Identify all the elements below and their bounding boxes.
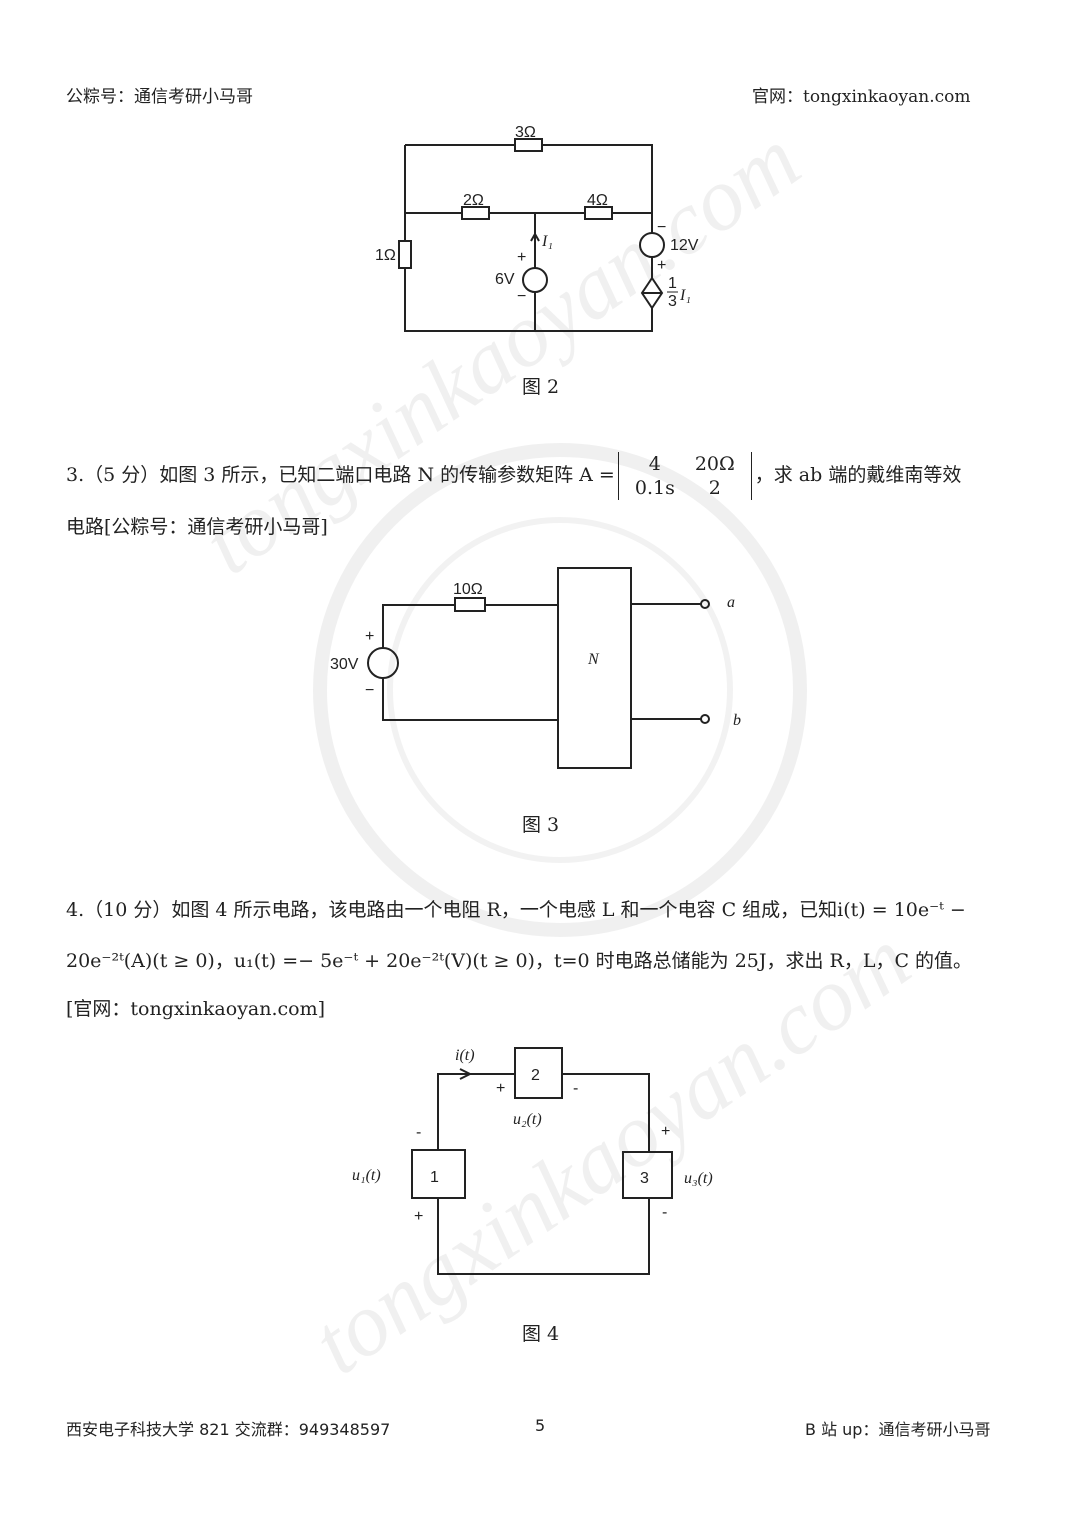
label-box-2: 2	[531, 1067, 540, 1084]
problem-3-text: ，求 ab 端的戴维南等效	[754, 464, 962, 486]
resistor-1ohm	[398, 240, 412, 269]
resistor-3ohm	[514, 138, 543, 152]
voltage-source-6v	[522, 267, 548, 293]
label-u3: u₃(t)	[684, 1170, 713, 1187]
problem-4-line-1: 4.（10 分）如图 4 所示电路，该电路由一个电阻 R，一个电感 L 和一个电…	[66, 899, 966, 921]
figure-4-circuit	[411, 1047, 673, 1275]
label-10ohm: 10Ω	[453, 581, 483, 598]
resistor-2ohm	[461, 206, 490, 220]
dependent-source	[640, 276, 664, 310]
label-dep-den: 3	[668, 293, 677, 310]
arrow-icon	[530, 231, 540, 242]
label-2ohm: 2Ω	[463, 192, 484, 209]
minus-sign: −	[657, 219, 666, 236]
figure-3-circuit	[367, 567, 710, 769]
terminal-b	[700, 714, 710, 724]
element-box-1	[411, 1149, 466, 1199]
header-left: 公粽号：通信考研小马哥	[66, 87, 253, 107]
minus-sign: −	[517, 288, 526, 305]
figure-4-caption: 图 4	[522, 1323, 560, 1345]
plus-sign: +	[365, 628, 374, 645]
label-30v: 30V	[330, 656, 359, 673]
footer-left: 西安电子科技大学 821 交流群：949348597	[66, 1420, 391, 1439]
problem-3-text: 3.（5 分）如图 3 所示，已知二端口电路 N 的传输参数矩阵 A =	[66, 464, 615, 486]
matrix-cell: 2	[708, 477, 721, 499]
arrow-icon	[459, 1068, 473, 1080]
plus-sign: +	[414, 1208, 423, 1225]
minus-sign: -	[573, 1080, 578, 1097]
resistor-10ohm	[454, 597, 486, 612]
element-box-2	[514, 1047, 563, 1099]
label-box-1: 1	[430, 1169, 439, 1186]
voltage-source-30v	[367, 647, 399, 679]
plus-sign: +	[657, 257, 666, 274]
label-1ohm: 1Ω	[375, 247, 396, 264]
matrix-cell: 20Ω	[694, 453, 735, 475]
minus-sign: -	[662, 1204, 667, 1221]
matrix-cell: 4	[648, 453, 661, 475]
minus-sign: -	[416, 1124, 421, 1141]
problem-4-line-2: 20e⁻²ᵗ(A)(t ≥ 0)，u₁(t) =− 5e⁻ᵗ + 20e⁻²ᵗ(…	[66, 950, 973, 972]
figure-3-caption: 图 3	[522, 814, 560, 836]
plus-sign: +	[517, 249, 526, 266]
figure-2-circuit	[398, 138, 665, 332]
label-dep-var: I₁	[679, 287, 691, 304]
label-i-t: i(t)	[455, 1047, 475, 1064]
footer-right: B 站 up：通信考研小马哥	[805, 1420, 991, 1439]
label-n: N	[587, 651, 600, 668]
element-box-3	[622, 1151, 673, 1199]
label-12v: 12V	[670, 237, 699, 254]
label-u2: u₂(t)	[513, 1111, 542, 1128]
label-3ohm: 3Ω	[515, 124, 536, 141]
terminal-a	[700, 599, 710, 609]
two-port-network-n	[557, 567, 632, 769]
plus-sign: +	[496, 1080, 505, 1097]
label-b: b	[733, 712, 741, 729]
transmission-matrix: 4 20Ω 0.1s 2	[617, 452, 752, 500]
matrix-cell: 0.1s	[634, 477, 675, 499]
header-right: 官网：tongxinkaoyan.com	[752, 87, 971, 107]
minus-sign: −	[365, 682, 374, 699]
voltage-source-12v	[639, 232, 665, 258]
figure-2-caption: 图 2	[522, 376, 560, 398]
label-a: a	[727, 594, 735, 611]
plus-sign: +	[661, 1123, 670, 1140]
label-6v: 6V	[495, 271, 515, 288]
label-i1: I₁	[541, 233, 553, 250]
problem-3-line-2: 电路[公粽号：通信考研小马哥]	[66, 516, 328, 538]
page-number: 5	[535, 1416, 546, 1435]
resistor-4ohm	[584, 206, 613, 220]
label-box-3: 3	[640, 1170, 649, 1187]
label-4ohm: 4Ω	[587, 192, 608, 209]
label-dep-num: 1	[668, 275, 677, 292]
problem-4-line-3: [官网：tongxinkaoyan.com]	[66, 998, 326, 1020]
label-u1: u₁(t)	[352, 1167, 381, 1184]
